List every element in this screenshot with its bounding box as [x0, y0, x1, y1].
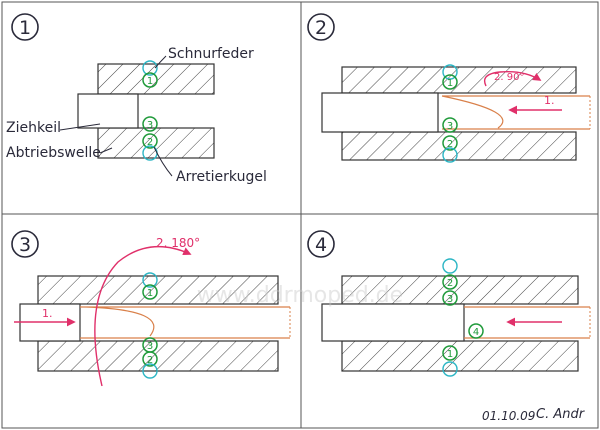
step-1-label: 1.: [544, 94, 555, 107]
ball-number: 2: [147, 355, 153, 366]
panel-number: 1: [19, 17, 31, 39]
output-shaft: [321, 92, 439, 133]
panel-2: 2 1 3 2 1. 2. 90°: [307, 13, 591, 163]
label-schnurfeder: Schnurfeder: [168, 46, 254, 62]
ball-number: 3: [447, 294, 453, 305]
label-ziehkeil: Ziehkeil: [6, 120, 61, 136]
ball-1: [142, 284, 158, 300]
panel-number: 2: [315, 17, 327, 39]
housing-bottom: [341, 131, 577, 161]
housing-top: [37, 275, 279, 305]
spring-ring-bottom: [442, 147, 458, 163]
leader-line: [59, 123, 101, 131]
step-2-label: 2. 90°: [494, 72, 524, 83]
ball-1: [442, 74, 458, 90]
ball-number: 1: [147, 288, 153, 299]
step-1-label: 1.: [42, 307, 53, 320]
output-shaft: [321, 303, 465, 342]
ball-4: [468, 323, 484, 339]
housing-top: [341, 275, 579, 305]
step-2-label: 2. 180°: [156, 236, 200, 250]
panel-number-circle: [11, 13, 39, 41]
housing-top: [341, 66, 577, 94]
rotate-arrow: [94, 245, 192, 387]
ball-2: [442, 135, 458, 151]
ball-number: 2: [447, 139, 453, 150]
spring-ring-top: [442, 64, 458, 80]
housing-bottom: [341, 340, 579, 372]
spring-ring-top: [142, 60, 158, 76]
panel-number: 3: [19, 234, 31, 256]
leader-line: [154, 55, 167, 69]
date-label: 01.10.09: [482, 409, 535, 423]
panel-1: 1 1 3 2 Schnurfeder Ziehkeil Abtriebswel…: [6, 13, 267, 185]
ball-number: 2: [147, 137, 153, 148]
panel-3: 3 1 3 2 1. 2. 180°: [11, 230, 291, 387]
pull-wedge-outline: [80, 306, 290, 339]
label-abtriebswelle: Abtriebswelle: [6, 145, 101, 161]
ball-1: [442, 345, 458, 361]
housing-bottom: [37, 340, 279, 372]
ball-3: [142, 116, 158, 132]
panel-4: 4 2 3 4 1: [307, 230, 591, 377]
ball-number: 3: [147, 120, 153, 131]
leader-line: [153, 146, 173, 177]
pull-wedge-outline: [441, 95, 590, 130]
housing-top: [97, 63, 215, 95]
ball-number: 1: [447, 78, 453, 89]
spring-ring-bottom: [442, 361, 458, 377]
label-arretierkugel: Arretierkugel: [176, 169, 267, 185]
panel-number-circle: [307, 230, 335, 258]
ball-3: [442, 290, 458, 306]
panel-number: 4: [315, 234, 327, 256]
signature: C. Andr: [536, 407, 586, 422]
output-shaft: [77, 93, 139, 129]
ball-number: 1: [147, 76, 153, 87]
ball-2: [142, 133, 158, 149]
ball-number: 4: [473, 327, 479, 338]
ball-number: 2: [447, 278, 453, 289]
spring-ring-top: [442, 258, 458, 274]
ball-3: [442, 117, 458, 133]
ball-1: [142, 72, 158, 88]
spring-ring-bottom: [142, 363, 158, 379]
spring-ring-top: [142, 272, 158, 288]
leader-line: [99, 147, 113, 154]
ball-number: 3: [147, 341, 153, 352]
panel-number-circle: [11, 230, 39, 258]
rotate-arrow: [483, 70, 542, 87]
watermark: www.ddrmoped.de: [197, 283, 403, 308]
pull-wedge-outline: [464, 306, 590, 339]
ball-2: [142, 351, 158, 367]
panel-number-circle: [307, 13, 335, 41]
ball-number: 1: [447, 349, 453, 360]
ball-2: [442, 274, 458, 290]
ball-number: 3: [447, 121, 453, 132]
